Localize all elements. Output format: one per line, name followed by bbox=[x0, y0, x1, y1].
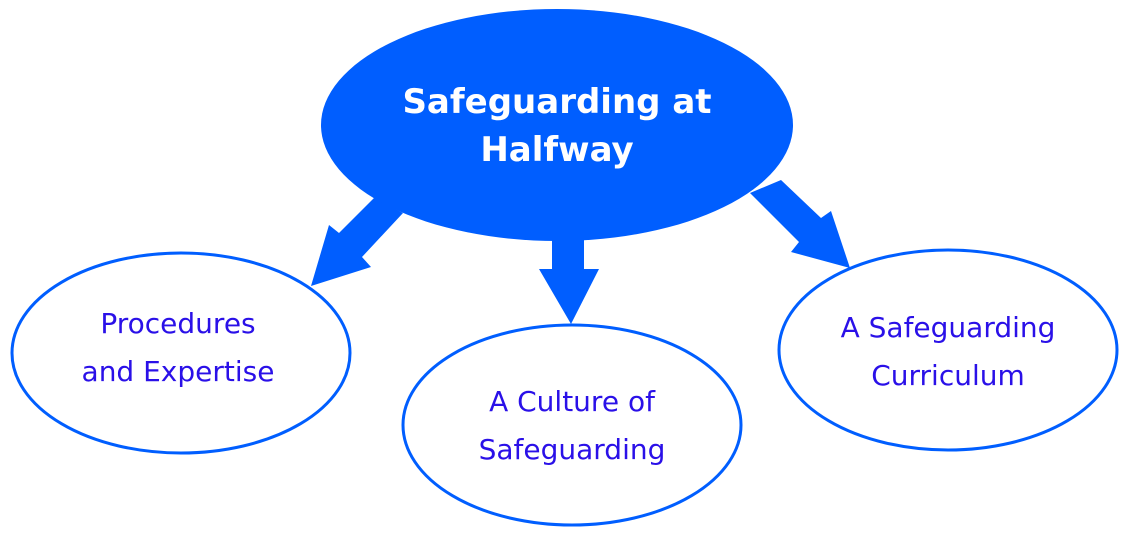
central-line-1: Safeguarding at bbox=[402, 82, 712, 122]
curriculum-line-1: A Safeguarding bbox=[840, 311, 1056, 344]
culture-label: A Culture of Safeguarding bbox=[422, 378, 722, 474]
curriculum-line-2: Curriculum bbox=[871, 359, 1025, 392]
central-node bbox=[321, 9, 793, 241]
curriculum-label: A Safeguarding Curriculum bbox=[798, 304, 1098, 400]
central-node-label: Safeguarding at Halfway bbox=[357, 78, 757, 174]
culture-line-2: Safeguarding bbox=[478, 433, 666, 466]
node-culture bbox=[401, 323, 743, 527]
arrow-to-culture bbox=[539, 230, 599, 324]
procedures-label: Procedures and Expertise bbox=[28, 300, 328, 396]
procedures-line-1: Procedures bbox=[100, 307, 256, 340]
central-line-2: Halfway bbox=[480, 130, 634, 170]
culture-line-1: A Culture of bbox=[489, 385, 655, 418]
node-curriculum bbox=[777, 248, 1119, 452]
arrow-to-procedures bbox=[311, 198, 403, 286]
arrow-to-curriculum bbox=[750, 180, 850, 268]
procedures-line-2: and Expertise bbox=[81, 355, 275, 388]
node-procedures bbox=[10, 251, 352, 455]
